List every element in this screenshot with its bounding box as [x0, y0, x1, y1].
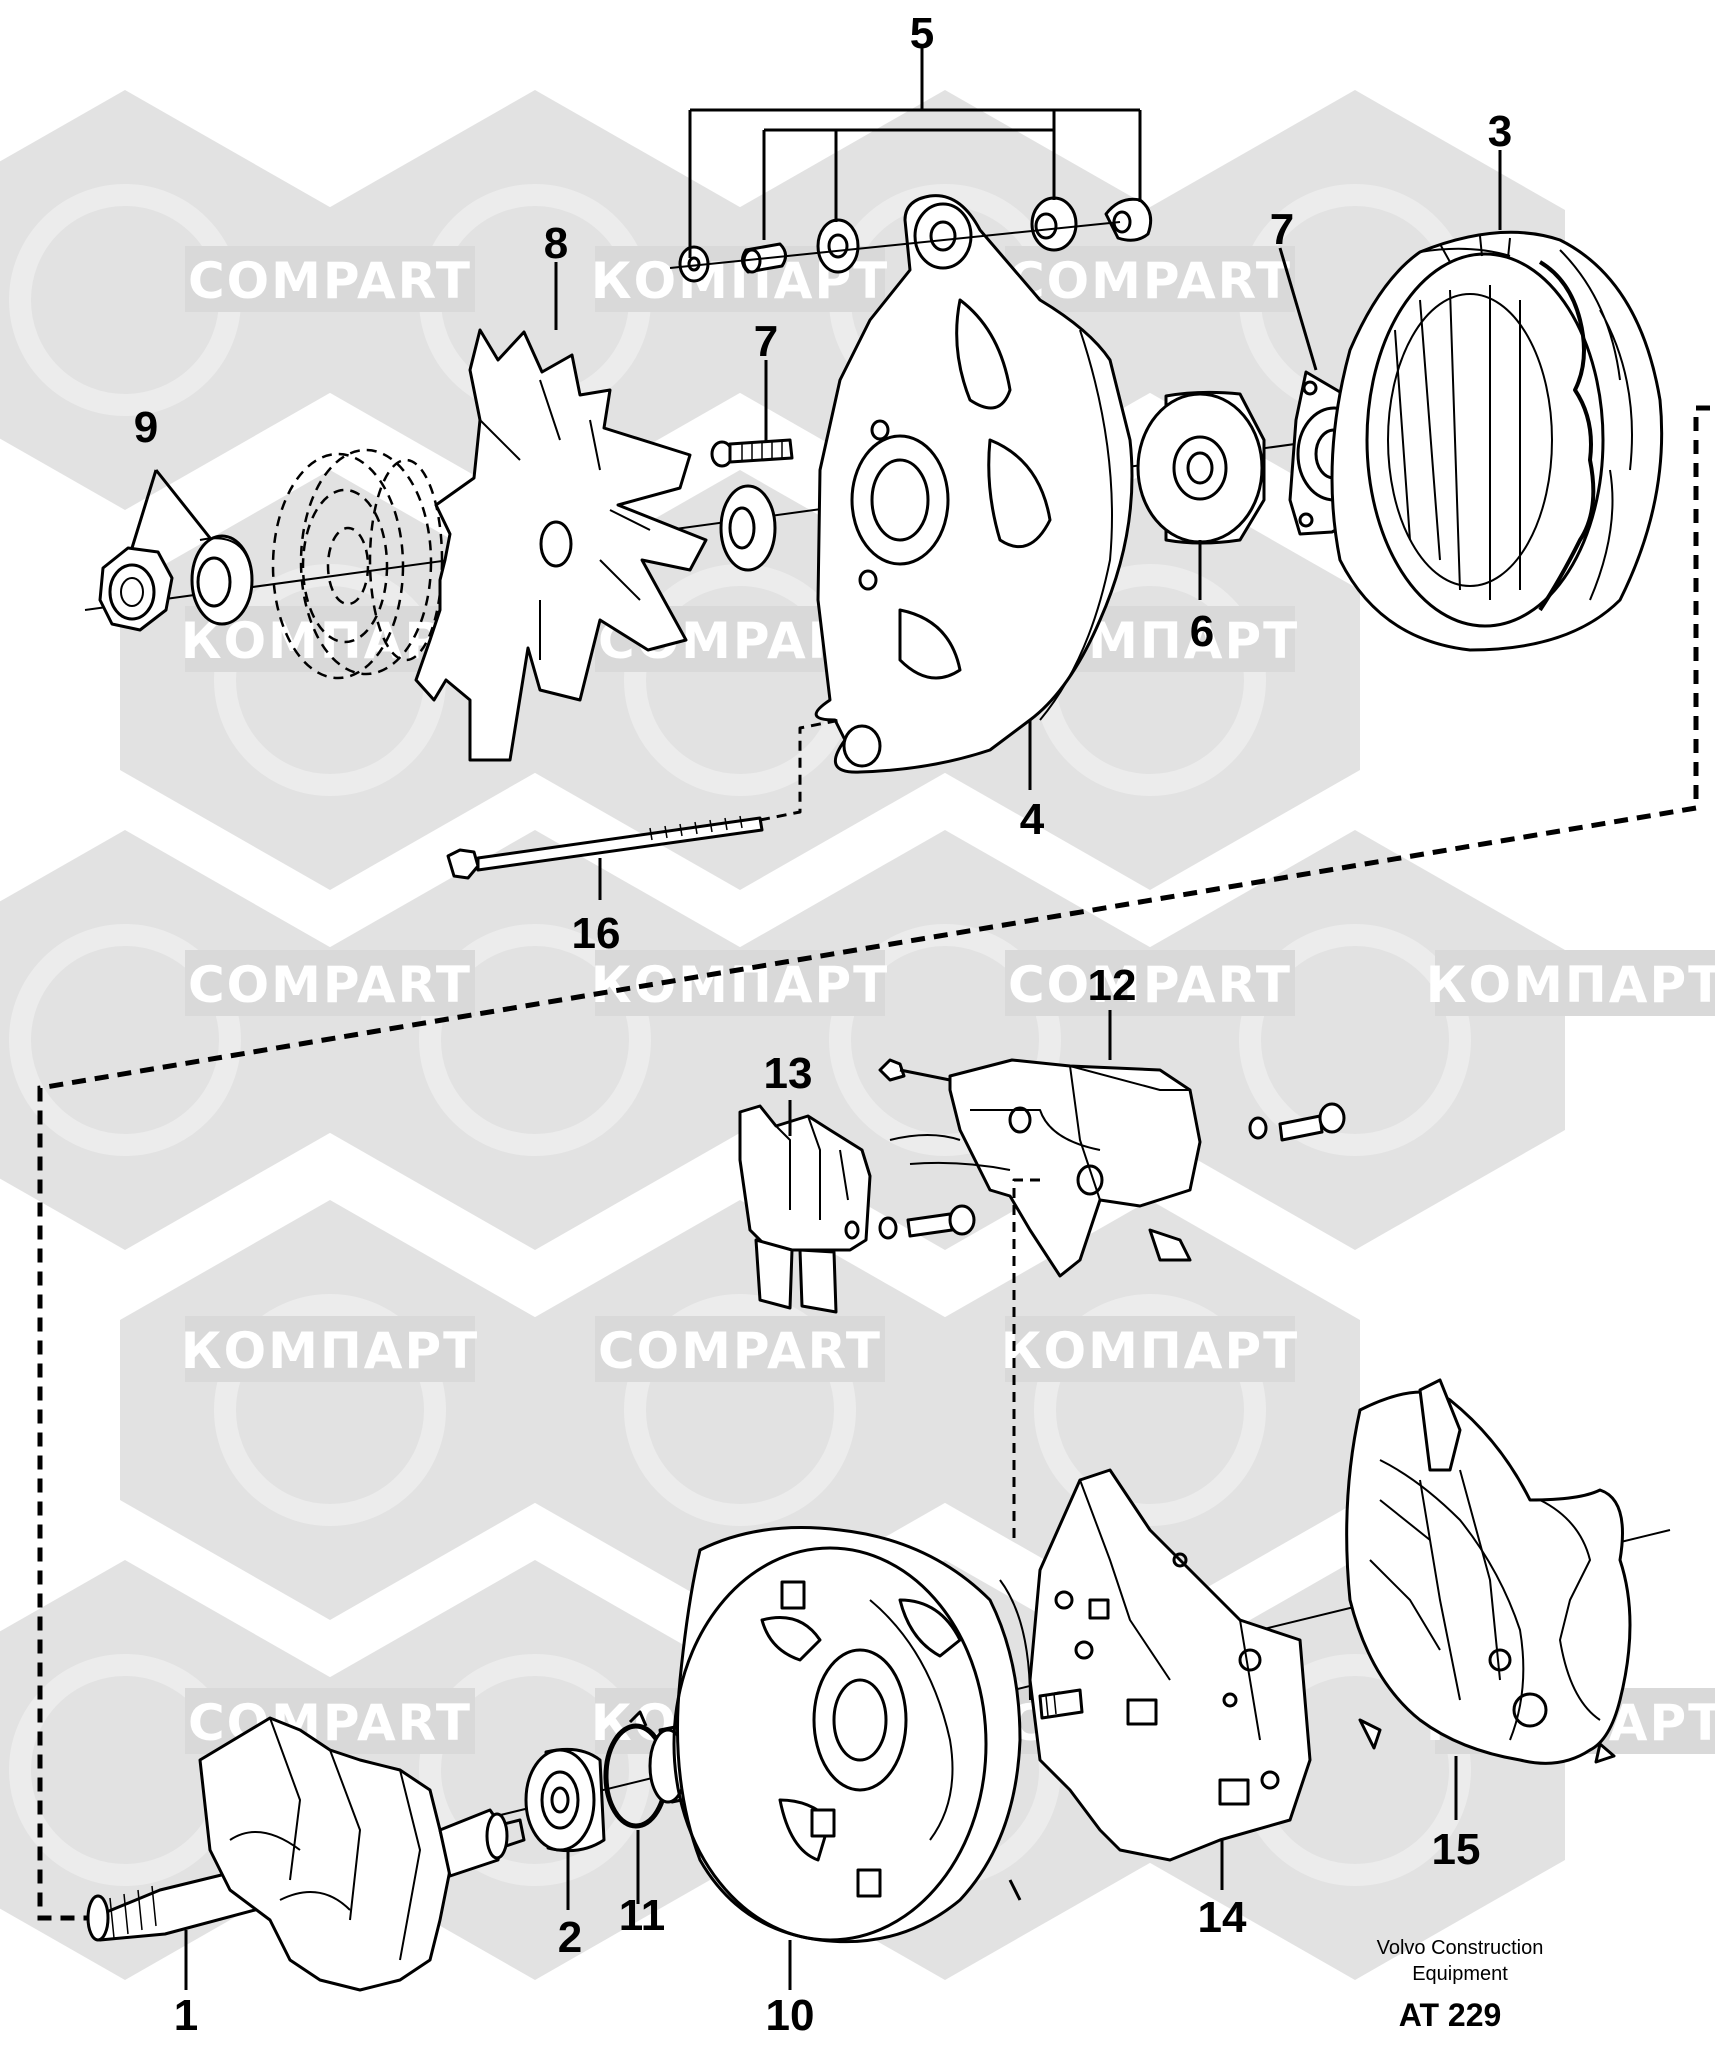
fan-icon — [414, 328, 708, 762]
stator-icon — [1330, 230, 1664, 652]
rotor-bearing-icon — [524, 1747, 606, 1853]
callout-13: 13 — [764, 1049, 813, 1098]
callout-11: 11 — [619, 1891, 666, 1940]
callout-15: 15 — [1432, 1825, 1481, 1874]
watermark-banner: КОМПАРТ — [181, 1316, 479, 1382]
rectifier-icon — [1028, 1468, 1312, 1862]
screw-icon — [710, 438, 794, 468]
bolt-path-dashed — [759, 718, 841, 822]
callout-14: 14 — [1198, 1893, 1247, 1942]
watermark-banner: COMPART — [595, 1316, 885, 1382]
bearing-icon — [1136, 390, 1266, 545]
leader-5 — [688, 48, 1142, 258]
leader-7b — [1278, 247, 1318, 371]
watermark-text: КОМПАРТ — [181, 1322, 479, 1380]
watermark-text: COMPART — [188, 252, 472, 310]
watermark-text: КОМПАРТ — [591, 956, 889, 1014]
brush-path-dashed — [1012, 1178, 1040, 1540]
callout-4: 4 — [1020, 795, 1045, 844]
footer-company-line2: Equipment — [1412, 1963, 1508, 1985]
washer-icon — [190, 534, 254, 626]
rectifier-cover-icon — [1345, 1378, 1632, 1765]
footer-company-line1: Volvo Construction — [1377, 1937, 1544, 1959]
callout-8: 8 — [544, 219, 568, 268]
watermark-text: КОМПАРТ — [1426, 956, 1724, 1014]
through-bolt-icon — [446, 815, 764, 880]
watermark-banner: COMPART — [1005, 950, 1295, 1016]
drive-end-bracket-icon — [814, 194, 1134, 774]
footer-figure-code: AT 229 — [1399, 1997, 1502, 2033]
callout-7b: 7 — [1270, 205, 1294, 254]
brush-holder-icon — [878, 1058, 1202, 1278]
spacer-washer-icon — [719, 484, 777, 572]
assembly-dashed-guide — [37, 405, 1710, 1921]
callout-2: 2 — [558, 1913, 582, 1962]
leader-9 — [130, 469, 212, 549]
regulator-screw-icon — [878, 1204, 976, 1240]
watermark-banner: КОМПАРТ — [1001, 1316, 1299, 1382]
watermark-banner: КОМПАРТ — [591, 950, 889, 1016]
callout-6: 6 — [1190, 607, 1214, 656]
callout-9: 9 — [134, 403, 158, 452]
watermark-text: COMPART — [1008, 252, 1292, 310]
callout-16: 16 — [572, 909, 621, 958]
slip-ring-end-bracket-icon — [672, 1526, 1031, 1944]
callout-3: 3 — [1488, 107, 1512, 156]
watermark-banner: COMPART — [185, 950, 475, 1016]
pulley-dashed-icon — [271, 448, 444, 680]
watermark-text: КОМПАРТ — [1001, 1322, 1299, 1380]
callout-12: 12 — [1088, 961, 1137, 1010]
callout-5: 5 — [910, 9, 934, 58]
watermark-banner: COMPART — [185, 246, 475, 312]
brush-holder-screw-icon — [1248, 1102, 1346, 1142]
watermark-text: COMPART — [1008, 956, 1292, 1014]
nut-icon — [98, 546, 174, 632]
callout-7a: 7 — [754, 317, 778, 366]
voltage-regulator-plug-icon — [738, 1104, 872, 1314]
rotor-icon — [86, 1716, 526, 1992]
watermark-text: COMPART — [598, 1322, 882, 1380]
watermark-banner: КОМПАРТ — [1426, 950, 1724, 1016]
callout-1: 1 — [174, 1991, 198, 2040]
callout-10: 10 — [766, 1991, 815, 2040]
watermark-text: COMPART — [188, 956, 472, 1014]
watermark-banner: COMPART — [1005, 246, 1295, 312]
